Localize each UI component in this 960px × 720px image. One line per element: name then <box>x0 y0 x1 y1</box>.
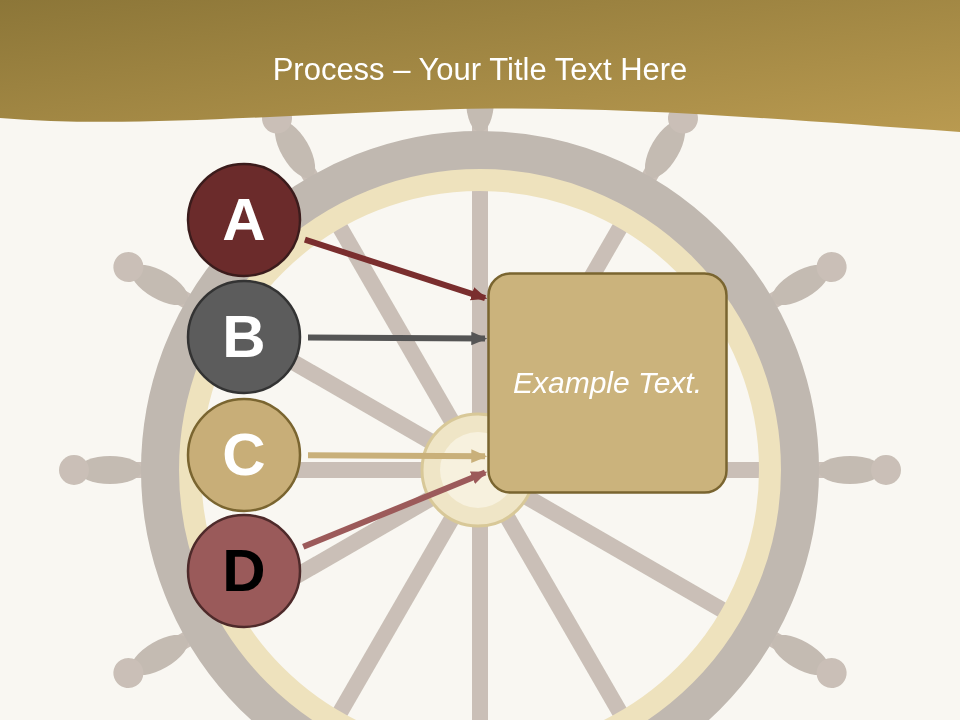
slide-title: Process – Your Title Text Here <box>0 52 960 88</box>
step-letter: C <box>222 425 265 485</box>
circle-fill <box>188 515 300 627</box>
body-text: Example Text. <box>497 362 718 404</box>
step-letter: A <box>222 190 265 250</box>
arrow-connector <box>308 452 485 459</box>
circle-fill <box>188 399 300 511</box>
arrow-connector <box>305 240 485 298</box>
text-box: Example Text. <box>487 272 728 494</box>
ship-wheel <box>59 49 901 720</box>
circle-fill <box>188 164 300 276</box>
arrow-connector <box>303 473 485 547</box>
box-fill <box>489 274 727 493</box>
step-letter: B <box>222 307 265 367</box>
step-letter: D <box>222 541 265 601</box>
step-circle: B <box>186 279 302 395</box>
arrow-connector <box>308 337 485 338</box>
circle-fill <box>188 281 300 393</box>
step-circle: D <box>186 513 302 629</box>
step-circle: C <box>186 397 302 513</box>
header-band <box>0 0 960 132</box>
step-circle: A <box>186 162 302 278</box>
